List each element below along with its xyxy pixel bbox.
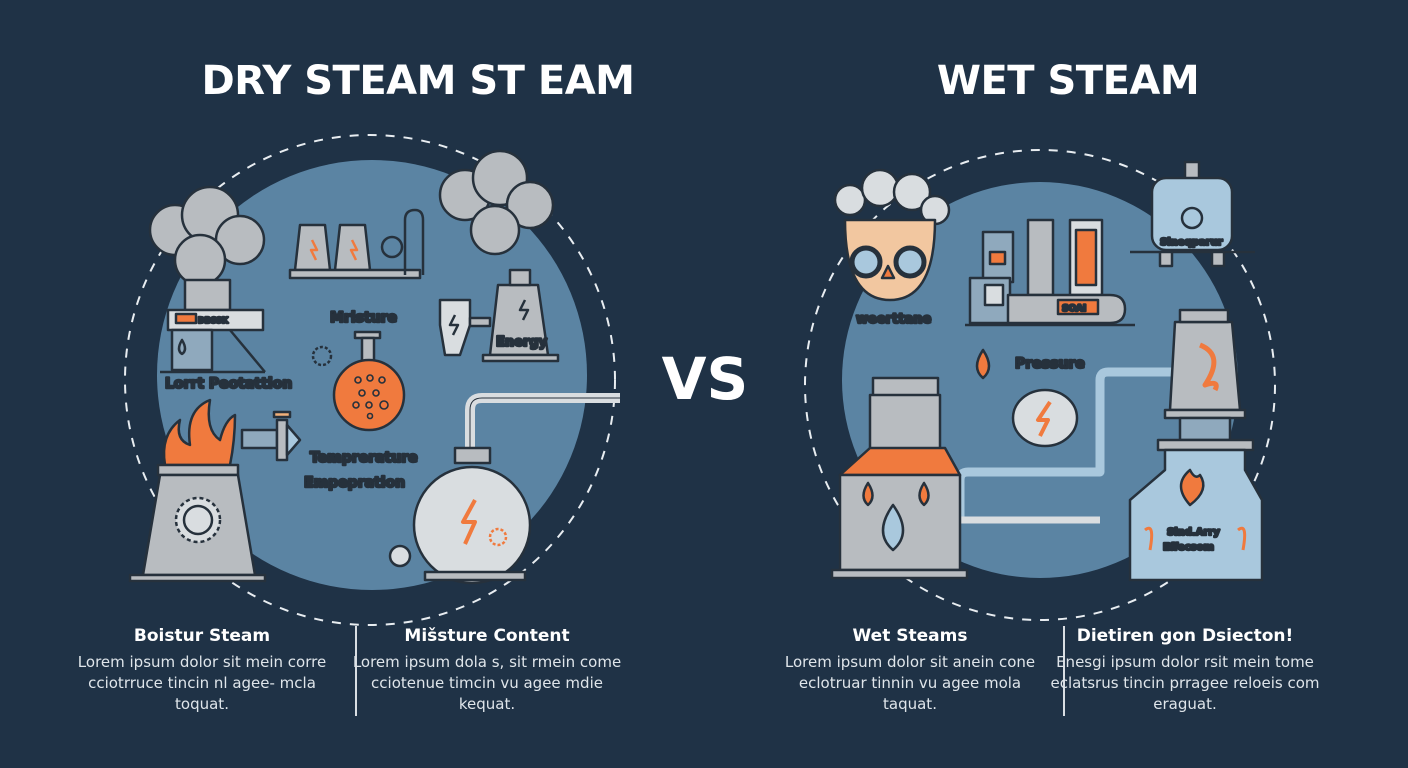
dashed-orbit [804,149,1276,621]
wet-steam-title: WET STEAM [936,58,1200,104]
column-heading: Mišsture Content [404,626,570,646]
gauge-icon [388,544,412,568]
spark-icon [349,239,359,261]
gear-icon [311,345,333,367]
vs-label: VS [661,345,749,413]
energy-generator-icon [438,268,560,363]
boiler-tank-icon [412,446,532,585]
water-boiler-icon [830,376,969,580]
wet-steam-illustration: weerttane SOAI Sineqparur Pressure [804,149,1276,621]
flame-boiler-tower-icon [1128,308,1264,582]
info-column-dietiren: Dietiren gon Dsiecton! Enesgi ipsum dolo… [1050,626,1320,715]
lightning-badge-icon [1011,388,1079,448]
spark-icon [309,239,319,261]
dry-steam-title: DRY STEAM ST EAM [201,58,635,104]
column-body: Lorem ipsum dolor sit mein corre cciotrr… [77,653,327,713]
power-plant-icon: DBSSK [160,278,266,374]
column-divider [1063,626,1065,716]
info-column-wet-steams: Wet Steams Lorem ipsum dolor sit anein c… [775,626,1045,715]
pipe-icon [465,393,620,450]
moisture-flask-icon [332,330,406,432]
person-label: weerttane [856,312,932,327]
column-heading: Boistur Steam [133,626,271,646]
pressure-label: Pressure [1015,356,1085,372]
column-divider [355,626,357,716]
column-body: Enesgi ipsum dolor rsit mein tome eclats… [1050,653,1320,713]
pressure-tank-icon [1130,160,1255,268]
info-column-boistur-steam: Boistur Steam Lorem ipsum dolor sit mein… [67,626,337,715]
factory-machine-icon: SOAI [965,218,1135,327]
valve-icon [240,410,302,462]
dashed-orbit [124,134,616,626]
energy-label: Energy [496,335,548,350]
smoke-cloud-icon [438,149,555,256]
column-body: Lorem ipsum dola s, sit rmein come cciot… [352,653,622,713]
column-heading: Wet Steams [852,626,968,646]
temperature-label: Temprerature [310,450,418,466]
emperation-label: Empepration [304,475,405,491]
plant-label: Lorrt Peotattion [165,376,292,392]
flask-label: Mristure [330,310,397,326]
fire-stack-icon [128,398,267,583]
tank-label: Sineqparur [1160,237,1223,248]
column-body: Lorem ipsum dolor sit anein cone eclotru… [784,653,1036,713]
boiler-label-1: Sind.Arry [1167,527,1220,538]
water-drop-icon [975,348,991,380]
tank-row-icon [288,208,425,280]
boiler-label-2: Effecsom [1163,542,1214,553]
display-label: SOAI [1062,304,1086,314]
panel-label: DBSSK [198,316,229,325]
column-heading: Dietiren gon Dsiecton! [1076,626,1294,646]
dry-steam-illustration: DBSSK Lorrt Peotattion Mristure [124,134,620,626]
person-goggles-icon [833,168,951,302]
smoke-cloud-icon [148,185,266,287]
info-column-misture-content: Mišsture Content Lorem ipsum dola s, sit… [352,626,622,715]
